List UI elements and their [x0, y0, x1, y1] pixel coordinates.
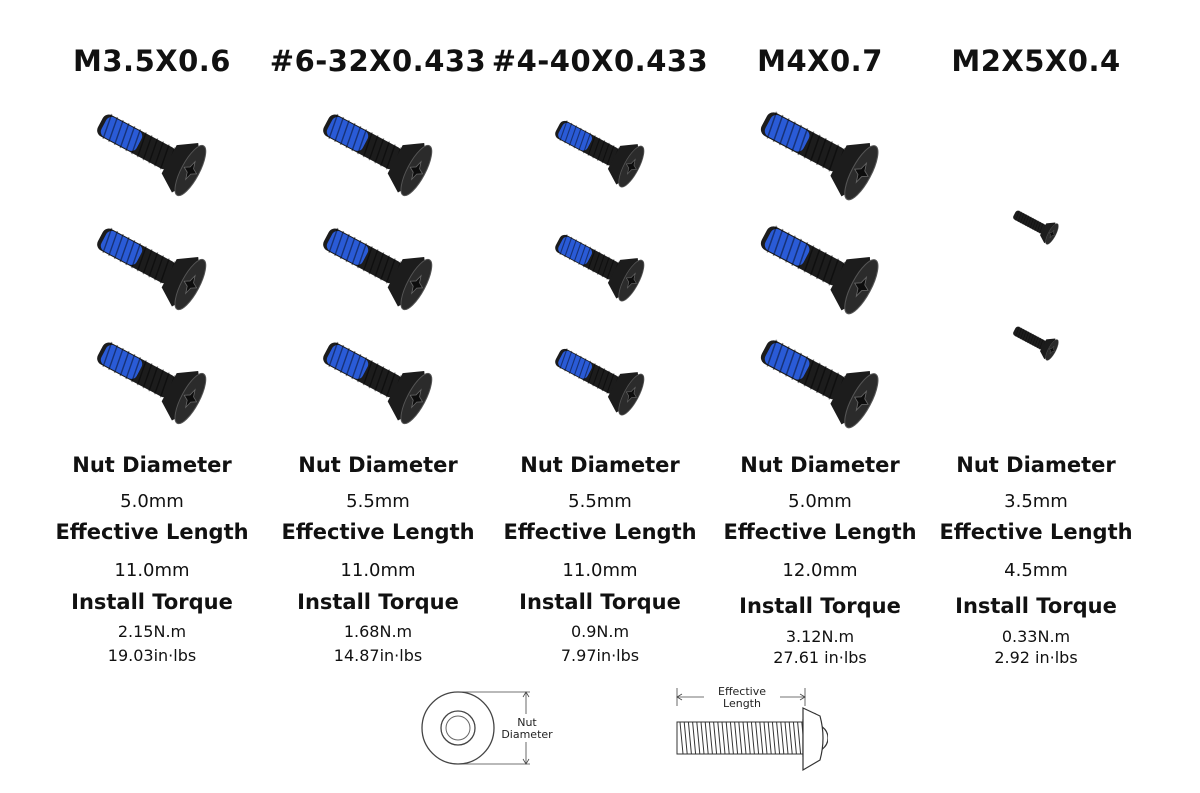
torque-inlbs-value: 27.61 in·lbs — [773, 648, 867, 667]
screw-spec-title: M3.5X0.6 — [73, 44, 231, 78]
screw-images — [258, 100, 498, 440]
install-torque-label: Install Torque — [297, 590, 459, 614]
torque-inlbs-value: 2.92 in·lbs — [994, 648, 1078, 667]
install-torque-label: Install Torque — [71, 590, 233, 614]
nut-diameter-diagram: Nut Diameter — [418, 688, 568, 784]
effective-length-value: 11.0mm — [114, 560, 190, 581]
screw-icon — [323, 113, 433, 197]
screw-icon — [97, 341, 207, 425]
nut-diameter-label: Nut Diameter — [72, 453, 232, 477]
screw-images — [32, 100, 272, 440]
screw-icon — [1013, 326, 1059, 361]
nut-diameter-value: 5.5mm — [346, 491, 410, 512]
screw-icon — [323, 227, 433, 311]
nut-diagram-label-line1: Nut — [517, 716, 537, 729]
nut-diameter-label: Nut Diameter — [956, 453, 1116, 477]
nut-diameter-label: Nut Diameter — [740, 453, 900, 477]
torque-nm-value: 1.68N.m — [343, 622, 413, 641]
screw-icon — [555, 348, 645, 416]
torque-nm-value: 0.9N.m — [570, 622, 630, 641]
screw-diagram-icon — [676, 688, 829, 772]
screw-icon — [97, 227, 207, 311]
effective-length-label: Effective Length — [939, 520, 1133, 544]
screw-images — [916, 100, 1156, 440]
torque-nm-value: 2.15N.m — [117, 622, 187, 641]
screw-icon — [1013, 210, 1059, 245]
screw-icon — [760, 225, 879, 314]
effective-length-value: 12.0mm — [782, 560, 858, 581]
screw-icon — [555, 234, 645, 302]
effective-length-label: Effective Length — [503, 520, 697, 544]
nut-diameter-value: 5.0mm — [788, 491, 852, 512]
effective-length-label: Effective Length — [723, 520, 917, 544]
nut-diameter-value: 5.0mm — [120, 491, 184, 512]
nut-diagram-icon — [421, 691, 530, 765]
nut-diameter-value: 3.5mm — [1004, 491, 1068, 512]
effective-length-value: 4.5mm — [1004, 560, 1068, 581]
screw-spec-title: M4X0.7 — [757, 44, 883, 78]
length-diagram-label-line1: Effective — [718, 685, 766, 698]
nut-diameter-label: Nut Diameter — [520, 453, 680, 477]
effective-length-value: 11.0mm — [340, 560, 416, 581]
screw-icon — [760, 339, 879, 428]
torque-inlbs-value: 7.97in·lbs — [560, 646, 640, 665]
nut-diameter-value: 5.5mm — [568, 491, 632, 512]
install-torque-label: Install Torque — [519, 590, 681, 614]
screw-images — [700, 100, 940, 440]
effective-length-diagram: Effective Length — [668, 684, 829, 784]
effective-length-value: 11.0mm — [562, 560, 638, 581]
screw-icon — [323, 341, 433, 425]
screw-spec-title: #4-40X0.433 — [491, 44, 709, 78]
effective-length-label: Effective Length — [55, 520, 249, 544]
torque-nm-value: 0.33N.m — [1001, 627, 1071, 646]
install-torque-label: Install Torque — [955, 594, 1117, 618]
screw-images — [480, 100, 720, 440]
torque-inlbs-value: 19.03in·lbs — [107, 646, 197, 665]
screw-icon — [760, 111, 879, 200]
screw-spec-title: #6-32X0.433 — [269, 44, 487, 78]
effective-length-label: Effective Length — [281, 520, 475, 544]
screw-icon — [97, 113, 207, 197]
screw-spec-title: M2X5X0.4 — [951, 44, 1121, 78]
torque-nm-value: 3.12N.m — [785, 627, 855, 646]
nut-diagram-label-line2: Diameter — [501, 728, 553, 741]
nut-diameter-label: Nut Diameter — [298, 453, 458, 477]
screw-icon — [555, 120, 645, 188]
torque-inlbs-value: 14.87in·lbs — [333, 646, 423, 665]
install-torque-label: Install Torque — [739, 594, 901, 618]
length-diagram-label-line2: Length — [723, 697, 761, 710]
